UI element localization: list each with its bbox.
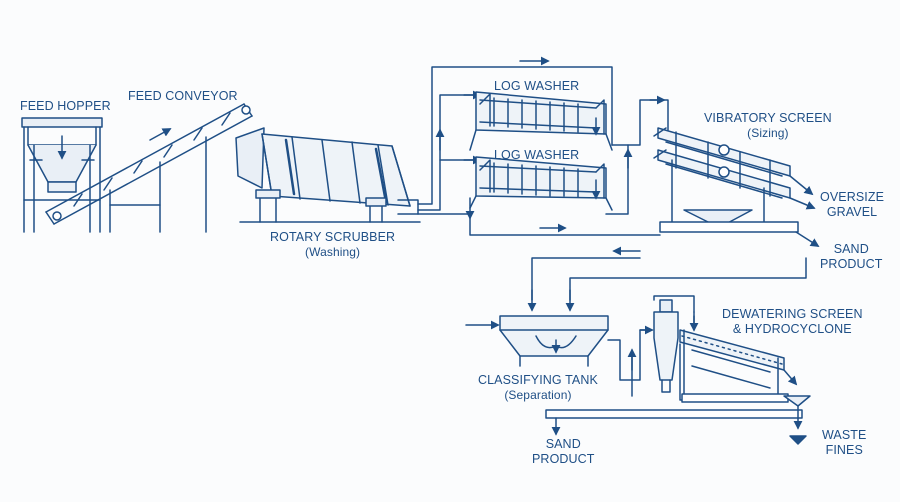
- conveyor-flow-arrow: [149, 128, 172, 141]
- label-waste-fines: WASTE FINES: [822, 428, 867, 457]
- classifying-tank: [499, 315, 609, 367]
- rotary-scrubber: [235, 127, 421, 223]
- pipe-tank-to-cyclone: [607, 329, 653, 397]
- label-feed-conveyor: FEED CONVEYOR: [128, 89, 238, 103]
- label-log-washer-2: LOG WASHER: [494, 148, 580, 162]
- oversize-arrow: [789, 175, 814, 196]
- label-classifying-tank: CLASSIFYING TANK (Separation): [478, 373, 598, 402]
- pipe-scrubber-to-washers: [417, 66, 661, 236]
- label-vibratory-screen: VIBRATORY SCREEN (Sizing): [704, 111, 832, 140]
- label-rotary-scrubber: ROTARY SCRUBBER (Washing): [270, 230, 396, 259]
- pipe-screen-to-tank: [531, 257, 807, 301]
- dewatering-screen: [679, 329, 789, 403]
- label-log-washer-1: LOG WASHER: [494, 79, 580, 93]
- log-washer-2: [469, 156, 613, 211]
- log-washer-1: [469, 91, 613, 151]
- dewatered-sand-arrow: [783, 369, 798, 386]
- vibratory-screen: [653, 127, 799, 233]
- waste-outlet-icon: [789, 435, 807, 445]
- feed-hopper: [21, 117, 103, 233]
- label-oversize-gravel: OVERSIZE GRAVEL: [820, 190, 885, 219]
- label-feed-hopper: FEED HOPPER: [20, 99, 111, 113]
- gravel-arrow: [789, 197, 816, 210]
- base-platform: [545, 395, 811, 419]
- label-dewatering-screen: DEWATERING SCREEN & HYDROCYCLONE: [722, 307, 863, 336]
- label-sand-product-right: SAND PRODUCT: [820, 242, 883, 271]
- feed-conveyor: [45, 103, 253, 233]
- hydrocyclone: [653, 295, 695, 393]
- label-sand-product-bottom: SAND PRODUCT: [532, 437, 595, 466]
- sand-product-right-arrow: [795, 231, 820, 247]
